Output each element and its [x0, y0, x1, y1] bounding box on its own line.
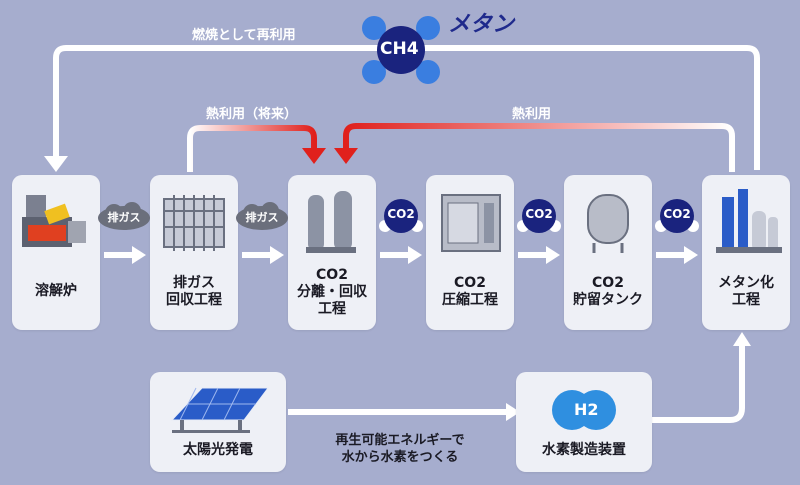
methane-molecule: CH4	[360, 14, 442, 86]
recycle-arrowhead	[44, 156, 68, 172]
co2-molecule-icon	[655, 199, 699, 233]
compressor-icon	[441, 194, 501, 252]
separation-tanks-icon	[306, 191, 356, 253]
cloud-icon	[98, 202, 150, 230]
step-exhaust-recovery: 排ガス 回収工程	[150, 175, 238, 330]
step-methanation: メタン化 工程	[702, 175, 790, 330]
methane-title: メタン	[448, 12, 515, 37]
step-co2-separation: CO2 分離・回収 工程	[288, 175, 376, 330]
storage-tank-icon	[587, 194, 629, 253]
heat-future-arrow	[187, 125, 317, 172]
h2-molecule-icon	[552, 390, 616, 430]
heat-use-arrow	[343, 123, 735, 172]
co2-molecule: CO2	[654, 196, 700, 236]
step-label: CO2 圧縮工程	[442, 275, 498, 308]
furnace-icon	[22, 195, 86, 247]
co2-molecule: CO2	[516, 196, 562, 236]
solar-label: 太陽光発電	[183, 442, 253, 458]
heat-use-label: 熱利用	[512, 107, 552, 122]
step-label: 排ガス 回収工程	[166, 275, 222, 308]
heat-future-label: 熱利用（将来）	[206, 107, 298, 122]
step-label: メタン化 工程	[718, 275, 774, 308]
solar-panel-icon	[170, 387, 269, 433]
exhaust-cloud: 排ガス	[96, 202, 152, 232]
ch4-label: CH4	[380, 39, 419, 59]
co2-molecule: CO2	[378, 196, 424, 236]
step-co2-compression: CO2 圧縮工程	[426, 175, 514, 330]
hydrogen-device-label: 水素製造装置	[542, 442, 626, 458]
h2-label: H2	[574, 400, 599, 419]
step-melting-furnace: 溶解炉	[12, 175, 100, 330]
renewable-note: 再生可能エネルギーで 水から水素をつくる	[335, 433, 465, 465]
solar-power: 太陽光発電	[150, 372, 286, 472]
hydrogen-to-methanation-arrow	[650, 344, 745, 423]
step-label: CO2 貯留タンク	[573, 275, 643, 308]
co2-molecule-icon	[379, 199, 423, 233]
step-label: CO2 分離・回収 工程	[297, 267, 367, 317]
exhaust-cloud: 排ガス	[234, 202, 290, 232]
recycle-label: 燃焼として再利用	[192, 28, 296, 43]
heat-future-arrowhead	[302, 148, 326, 164]
cloud-icon	[236, 202, 288, 230]
heat-use-arrowhead	[334, 148, 358, 164]
step-co2-storage: CO2 貯留タンク	[564, 175, 652, 330]
co2-molecule-icon	[517, 199, 561, 233]
heat-exchanger-icon	[163, 195, 225, 251]
hydrogen-device: H2 水素製造装置	[516, 372, 652, 472]
methanation-plant-icon	[716, 189, 782, 253]
step-label: 溶解炉	[35, 283, 77, 299]
ch4-molecule-icon	[362, 16, 440, 84]
